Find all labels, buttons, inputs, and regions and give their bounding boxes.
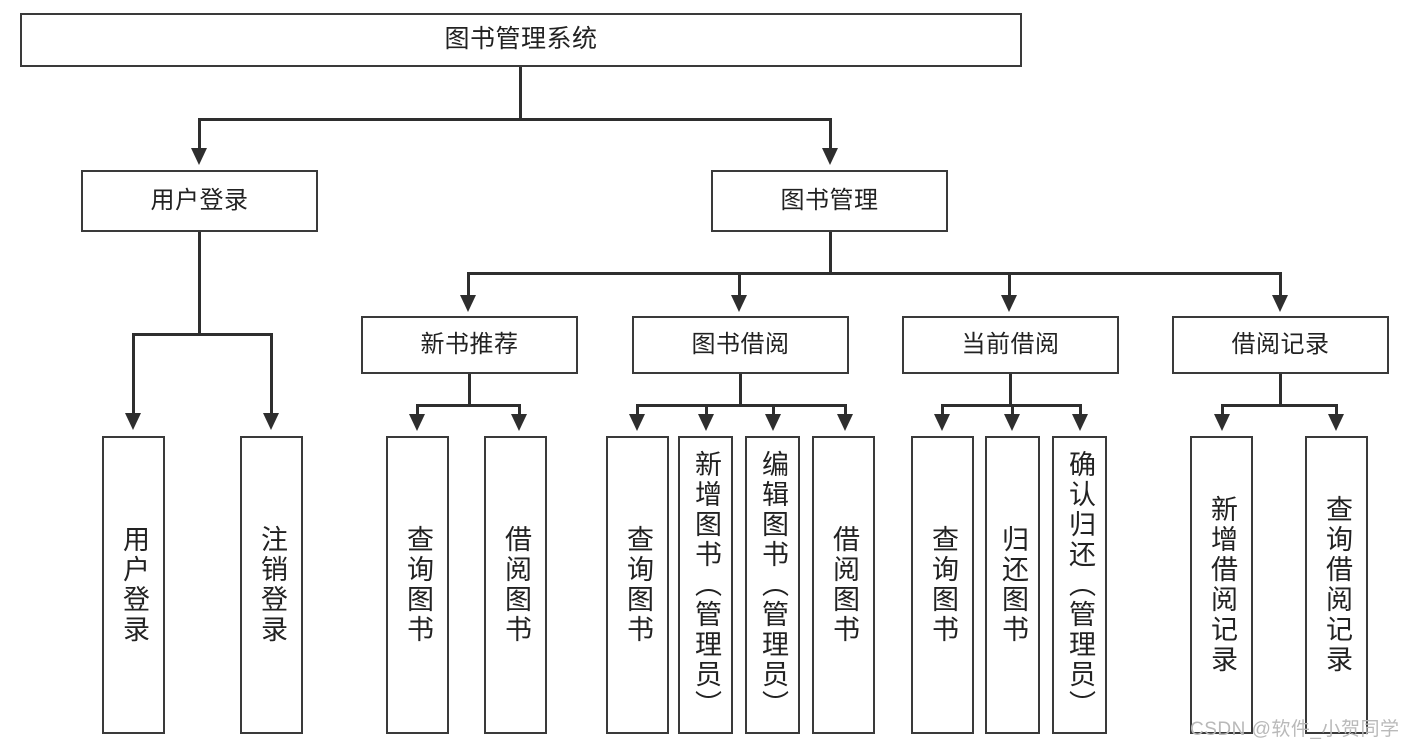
node-leaf-user-logout[interactable]: 注销登录 [240, 436, 303, 734]
node-leaf-add-borrow-record[interactable]: 新增借阅记录 [1190, 436, 1253, 734]
arrowhead-br-to-add-record [1214, 414, 1230, 431]
connector-bb-to-add-book [705, 404, 708, 417]
connector-user-login-to-leaf-1 [132, 333, 135, 416]
node-label: 编辑图书（管理员） [758, 450, 788, 720]
node-label: 注销登录 [257, 525, 287, 645]
connector-bm-to-borrow-record [1279, 272, 1282, 298]
arrowhead-root-to-user-login [191, 148, 207, 165]
node-current-borrow[interactable]: 当前借阅 [902, 316, 1119, 374]
arrowhead-cb-to-return-book [1004, 414, 1020, 431]
node-label: 借阅图书 [501, 525, 531, 645]
connector-bm-to-book-borrow [738, 272, 741, 298]
node-new-book-recommend[interactable]: 新书推荐 [361, 316, 578, 374]
node-root-book-management-system[interactable]: 图书管理系统 [20, 13, 1022, 67]
connector-book-management-stem [829, 232, 832, 274]
node-leaf-query-book-borrow[interactable]: 查询图书 [606, 436, 669, 734]
node-label: 图书管理 [780, 186, 879, 214]
node-leaf-borrow-book-new-recommend[interactable]: 借阅图书 [484, 436, 547, 734]
node-leaf-add-book-admin[interactable]: 新增图书（管理员） [678, 436, 733, 734]
arrowhead-cb-to-query-book [934, 414, 950, 431]
node-label: 查询图书 [928, 525, 958, 645]
node-leaf-confirm-return-admin[interactable]: 确认归还（管理员） [1052, 436, 1107, 734]
connector-current-borrow-bus [941, 404, 1080, 407]
connector-user-login-stem [198, 232, 201, 335]
node-leaf-borrow-book[interactable]: 借阅图书 [812, 436, 875, 734]
node-book-borrow[interactable]: 图书借阅 [632, 316, 849, 374]
connector-cb-to-confirm-return [1079, 404, 1082, 417]
node-label: 当前借阅 [961, 330, 1060, 358]
connector-root-to-user-login [198, 118, 201, 151]
node-label: 用户登录 [150, 186, 249, 214]
arrowhead-bb-to-edit-book [765, 414, 781, 431]
connector-user-login-bus [132, 333, 271, 336]
connector-book-borrow-stem [739, 374, 742, 406]
connector-br-to-add-record [1221, 404, 1224, 417]
connector-cb-to-return-book [1011, 404, 1014, 417]
connector-new-book-bus [416, 404, 520, 407]
arrowhead-bm-to-new-book [460, 295, 476, 312]
arrowhead-bb-to-query-book [629, 414, 645, 431]
arrowhead-bb-to-borrow-book [837, 414, 853, 431]
connector-bb-to-edit-book [772, 404, 775, 417]
arrowhead-nb-to-borrow-book [511, 414, 527, 431]
connector-borrow-record-bus [1221, 404, 1337, 407]
node-label: 查询图书 [403, 525, 433, 645]
node-leaf-return-book[interactable]: 归还图书 [985, 436, 1040, 734]
connector-book-borrow-bus [636, 404, 846, 407]
connector-new-book-stem [468, 374, 471, 406]
node-label: 新增借阅记录 [1207, 495, 1237, 675]
connector-nb-to-query-book [416, 404, 419, 417]
node-leaf-query-book-current[interactable]: 查询图书 [911, 436, 974, 734]
connector-user-login-to-leaf-2 [270, 333, 273, 416]
arrowhead-root-to-book-manage [822, 148, 838, 165]
connector-bm-to-current-borrow [1008, 272, 1011, 298]
connector-borrow-record-stem [1279, 374, 1282, 406]
node-label: 借阅记录 [1231, 330, 1330, 358]
connector-root-bus [198, 118, 831, 121]
node-label: 查询图书 [623, 525, 653, 645]
connector-br-to-query-record [1335, 404, 1338, 417]
connector-root-to-book-manage [829, 118, 832, 151]
arrowhead-bm-to-borrow-record [1272, 295, 1288, 312]
node-leaf-user-login[interactable]: 用户登录 [102, 436, 165, 734]
arrowhead-cb-to-confirm-return [1072, 414, 1088, 431]
node-label: 新增图书（管理员） [691, 450, 721, 720]
node-leaf-query-borrow-record[interactable]: 查询借阅记录 [1305, 436, 1368, 734]
csdn-watermark: CSDN @软件_小贺同学 [1190, 719, 1400, 740]
node-borrow-record[interactable]: 借阅记录 [1172, 316, 1389, 374]
node-leaf-edit-book-admin[interactable]: 编辑图书（管理员） [745, 436, 800, 734]
connector-nb-to-borrow-book [518, 404, 521, 417]
arrowhead-bb-to-add-book [698, 414, 714, 431]
node-leaf-query-book-new-recommend[interactable]: 查询图书 [386, 436, 449, 734]
connector-cb-to-query-book [941, 404, 944, 417]
connector-current-borrow-stem [1009, 374, 1012, 406]
node-user-login[interactable]: 用户登录 [81, 170, 318, 232]
arrowhead-user-login-to-leaf-1 [125, 413, 141, 430]
arrowhead-bm-to-current-borrow [1001, 295, 1017, 312]
connector-book-management-bus [467, 272, 1281, 275]
arrowhead-br-to-query-record [1328, 414, 1344, 431]
node-label: 图书借阅 [691, 330, 790, 358]
node-label: 图书管理系统 [444, 25, 598, 54]
node-label: 新书推荐 [420, 330, 519, 358]
connector-bm-to-new-book [467, 272, 470, 298]
node-label: 确认归还（管理员） [1065, 450, 1095, 720]
node-label: 借阅图书 [829, 525, 859, 645]
arrowhead-user-login-to-leaf-2 [263, 413, 279, 430]
arrowhead-nb-to-query-book [409, 414, 425, 431]
node-book-management[interactable]: 图书管理 [711, 170, 948, 232]
node-label: 查询借阅记录 [1322, 495, 1352, 675]
arrowhead-bm-to-book-borrow [731, 295, 747, 312]
connector-root-stem [519, 67, 522, 120]
connector-bb-to-query-book [636, 404, 639, 417]
connector-bb-to-borrow-book [844, 404, 847, 417]
node-label: 用户登录 [119, 525, 149, 645]
node-label: 归还图书 [998, 525, 1028, 645]
